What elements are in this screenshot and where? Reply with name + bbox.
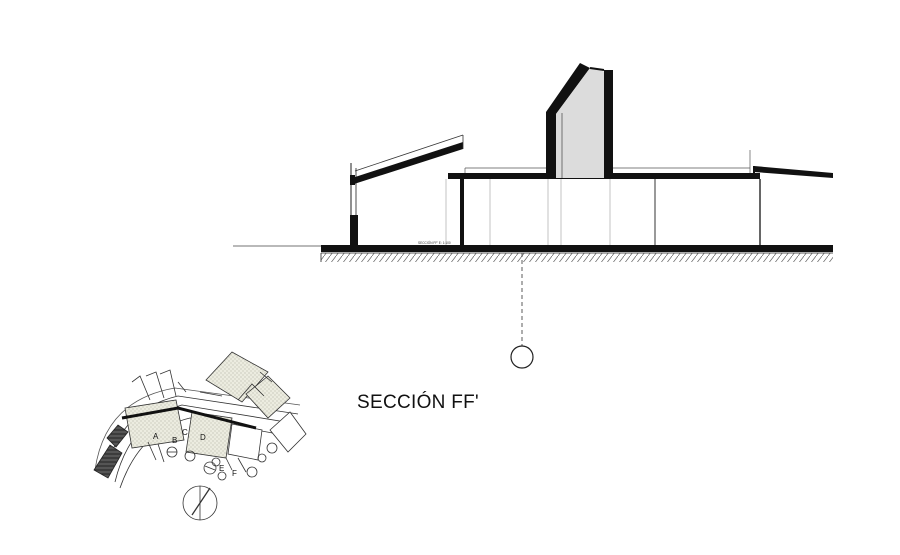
right-roof	[754, 166, 833, 178]
plan-label-b: B	[172, 436, 177, 445]
plan-room	[245, 375, 291, 419]
axis-marker-circle	[510, 345, 534, 369]
plan-label-a: A	[153, 432, 159, 441]
plan-stairs	[93, 444, 123, 479]
left-sloped-roof	[352, 142, 463, 184]
plan-main-wall	[121, 406, 257, 430]
plan-label-c: C	[182, 428, 188, 437]
key-plan	[93, 351, 307, 521]
plan-room	[124, 399, 185, 449]
plan-room	[227, 423, 263, 461]
left-wall	[350, 215, 358, 246]
plan-labels: A B C D E F	[153, 428, 237, 478]
column	[460, 179, 464, 246]
plan-room	[269, 411, 307, 453]
plan-label-e: E	[219, 464, 224, 473]
tower-interior	[556, 68, 606, 178]
section-title: SECCIÓN FF'	[357, 392, 479, 413]
plan-label-d: D	[200, 433, 206, 442]
ground-hatch	[321, 253, 833, 262]
tower-right-wall	[604, 70, 613, 178]
building-section: SECCIÓN FF' E: 1:100	[233, 63, 833, 369]
floor-slab	[321, 245, 833, 252]
plan-label-f: F	[232, 469, 237, 478]
tower-left-wall	[546, 63, 590, 178]
tiny-note: SECCIÓN FF' E: 1:100	[418, 240, 451, 245]
